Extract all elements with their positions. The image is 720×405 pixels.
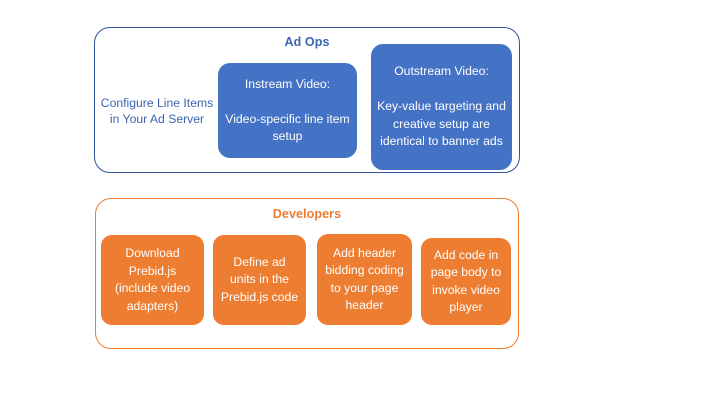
node-define-ad-units: Define ad units in the Prebid.js code bbox=[213, 235, 306, 325]
node-download-prebid-label: Download Prebid.js (include video adapte… bbox=[114, 246, 191, 313]
node-outstream-video-label: Outstream Video: Key-value targeting and… bbox=[377, 64, 506, 149]
node-outstream-video: Outstream Video: Key-value targeting and… bbox=[371, 44, 512, 170]
node-define-ad-units-label: Define ad units in the Prebid.js code bbox=[220, 254, 299, 304]
node-configure-line-items: Configure Line Items in Your Ad Server bbox=[100, 64, 214, 158]
node-instream-video: Instream Video: Video-specific line item… bbox=[218, 63, 357, 158]
node-add-page-body-code: Add code in page body to invoke video pl… bbox=[421, 238, 511, 325]
group-title-developers: Developers bbox=[272, 207, 342, 221]
group-title-ad-ops: Ad Ops bbox=[284, 35, 330, 49]
node-configure-line-items-label: Configure Line Items in Your Ad Server bbox=[100, 96, 214, 126]
node-instream-video-label: Instream Video: Video-specific line item… bbox=[225, 76, 350, 144]
node-download-prebid: Download Prebid.js (include video adapte… bbox=[101, 235, 204, 325]
node-add-page-body-code-label: Add code in page body to invoke video pl… bbox=[430, 247, 502, 315]
node-add-header-bidding-code-label: Add header bidding coding to your page h… bbox=[325, 245, 404, 313]
node-add-header-bidding-code: Add header bidding coding to your page h… bbox=[317, 234, 412, 325]
